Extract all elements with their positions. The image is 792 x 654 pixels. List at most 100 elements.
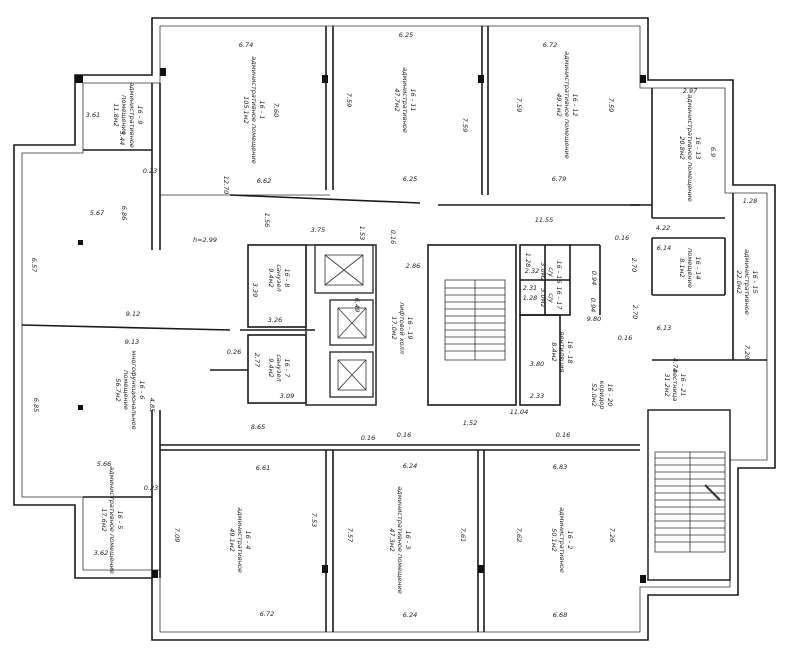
room-label-line: помещение	[120, 95, 128, 135]
dimension-label: 9.13	[125, 338, 139, 346]
dimension-label: 7.61	[459, 528, 467, 542]
dimension-label: 2.33	[530, 392, 544, 400]
dimension-label: 0.16	[389, 230, 397, 244]
outer-walls	[13, 17, 776, 641]
room-label-line: лестница	[671, 368, 679, 401]
room-label-line: санузел	[275, 264, 283, 291]
dimension-label: 6.83	[553, 463, 567, 471]
room-label-line: 22.0м2	[735, 270, 743, 294]
room-label-line: 49.1м2	[228, 528, 236, 552]
room-label-line: 105.1м2	[242, 96, 250, 124]
dimension-label: 9.12	[126, 310, 140, 318]
dimension-label: 6.14	[657, 244, 671, 252]
dimension-label: 0.94	[589, 298, 597, 312]
dimension-label: 6.74	[239, 41, 253, 49]
room-label-16-17: 16 - 17с/у3.0м2	[539, 286, 563, 310]
room-label-line: административное	[558, 507, 566, 573]
dimension-label: 3.61	[86, 111, 100, 119]
dimension-label: 2.97	[683, 87, 698, 95]
room-label-line: 50.1м2	[550, 528, 558, 552]
dimension-label: 2.70	[631, 305, 639, 319]
room-label-line: 16 - 13	[694, 136, 702, 159]
dimension-label: 0.16	[615, 234, 629, 242]
dimension-label: 7.53	[310, 513, 318, 527]
dimension-label: 2.31	[523, 284, 537, 292]
room-label-line: 3.0м2	[539, 262, 547, 281]
dimension-label: 9.80	[587, 315, 601, 323]
dimension-label: 1.28	[524, 253, 532, 267]
room-label-line: 16 - 18	[566, 340, 574, 363]
room-label-line: 52.0м2	[590, 383, 598, 407]
room-label-line: административное	[236, 507, 244, 573]
dimension-label: 3.80	[530, 360, 544, 368]
dimension-label: 0.16	[361, 434, 375, 442]
dimension-label: 6.61	[256, 464, 270, 472]
room-label-line: 9.4м2	[267, 268, 275, 287]
elevator-shafts	[305, 244, 377, 406]
dimension-label: 7.59	[515, 98, 523, 112]
columns	[75, 68, 646, 583]
dimension-label: 7.60	[272, 103, 280, 117]
room-label-line: 16 - 9	[136, 106, 144, 125]
dimension-label: 4.85	[148, 398, 156, 412]
dimension-label: 7.26	[608, 528, 616, 542]
dimension-label: 2.86	[406, 262, 420, 270]
dimension-label: 0.16	[397, 431, 411, 439]
room-label-line: административное помещение	[396, 486, 404, 593]
dimension-label: 7.59	[607, 98, 615, 112]
room-label-line: 47.7м2	[393, 88, 401, 112]
room-label-line: 16 - 15	[751, 270, 759, 293]
dimension-label: 11.55	[535, 216, 554, 224]
room-label-line: 8.1м2	[678, 258, 686, 277]
dimension-label: 3.26	[268, 316, 282, 324]
dimension-label: 4.22	[656, 224, 670, 232]
room-label-line: 17.0м2	[390, 316, 398, 340]
room-label-line: административное помещение	[250, 56, 258, 163]
dimension-label: 6.57	[30, 258, 38, 273]
dimension-label: 0.94	[590, 271, 598, 285]
dimension-label: 6.85	[32, 398, 40, 412]
room-label-line: 16 - 14	[694, 256, 702, 279]
dimension-label: 5.66	[97, 460, 111, 468]
room-label-line: 31.2м2	[663, 373, 671, 397]
dimension-label: 7.20	[743, 345, 751, 359]
room-label-line: 16 - 8	[283, 269, 291, 288]
dimension-label: 0.16	[556, 431, 570, 439]
room-label-line: 16 - 12	[571, 93, 579, 116]
room-label-line: 16 - 7	[283, 359, 291, 379]
dimension-label: 7.57	[346, 528, 354, 543]
dimension-label: 1.28	[523, 294, 537, 302]
secondary-stair	[647, 409, 731, 581]
room-label-line: коридор	[598, 381, 606, 410]
room-label-line: административное	[128, 82, 136, 148]
room-label-line: с/у	[547, 293, 555, 303]
room-label-line: 8.4м2	[550, 342, 558, 361]
room-label-line: 9.4м2	[267, 358, 275, 377]
dimension-label: h=2.99	[193, 236, 217, 244]
room-label-line: санузел	[275, 354, 283, 381]
dimension-label: 6.72	[543, 41, 557, 49]
room-label-line: административное	[743, 249, 751, 315]
core-small-rooms	[519, 244, 601, 406]
room-label-line: 3.0м2	[539, 288, 547, 307]
dimension-label: 1.56	[263, 213, 271, 227]
room-label-line: 16 - 11	[409, 88, 417, 111]
dimension-label: 1.52	[463, 419, 477, 427]
room-label-line: 16 - 2	[566, 531, 574, 550]
room-label-line: 16 - 5	[116, 511, 124, 530]
main-stair	[427, 244, 517, 406]
dimension-label: 1.53	[358, 226, 366, 240]
